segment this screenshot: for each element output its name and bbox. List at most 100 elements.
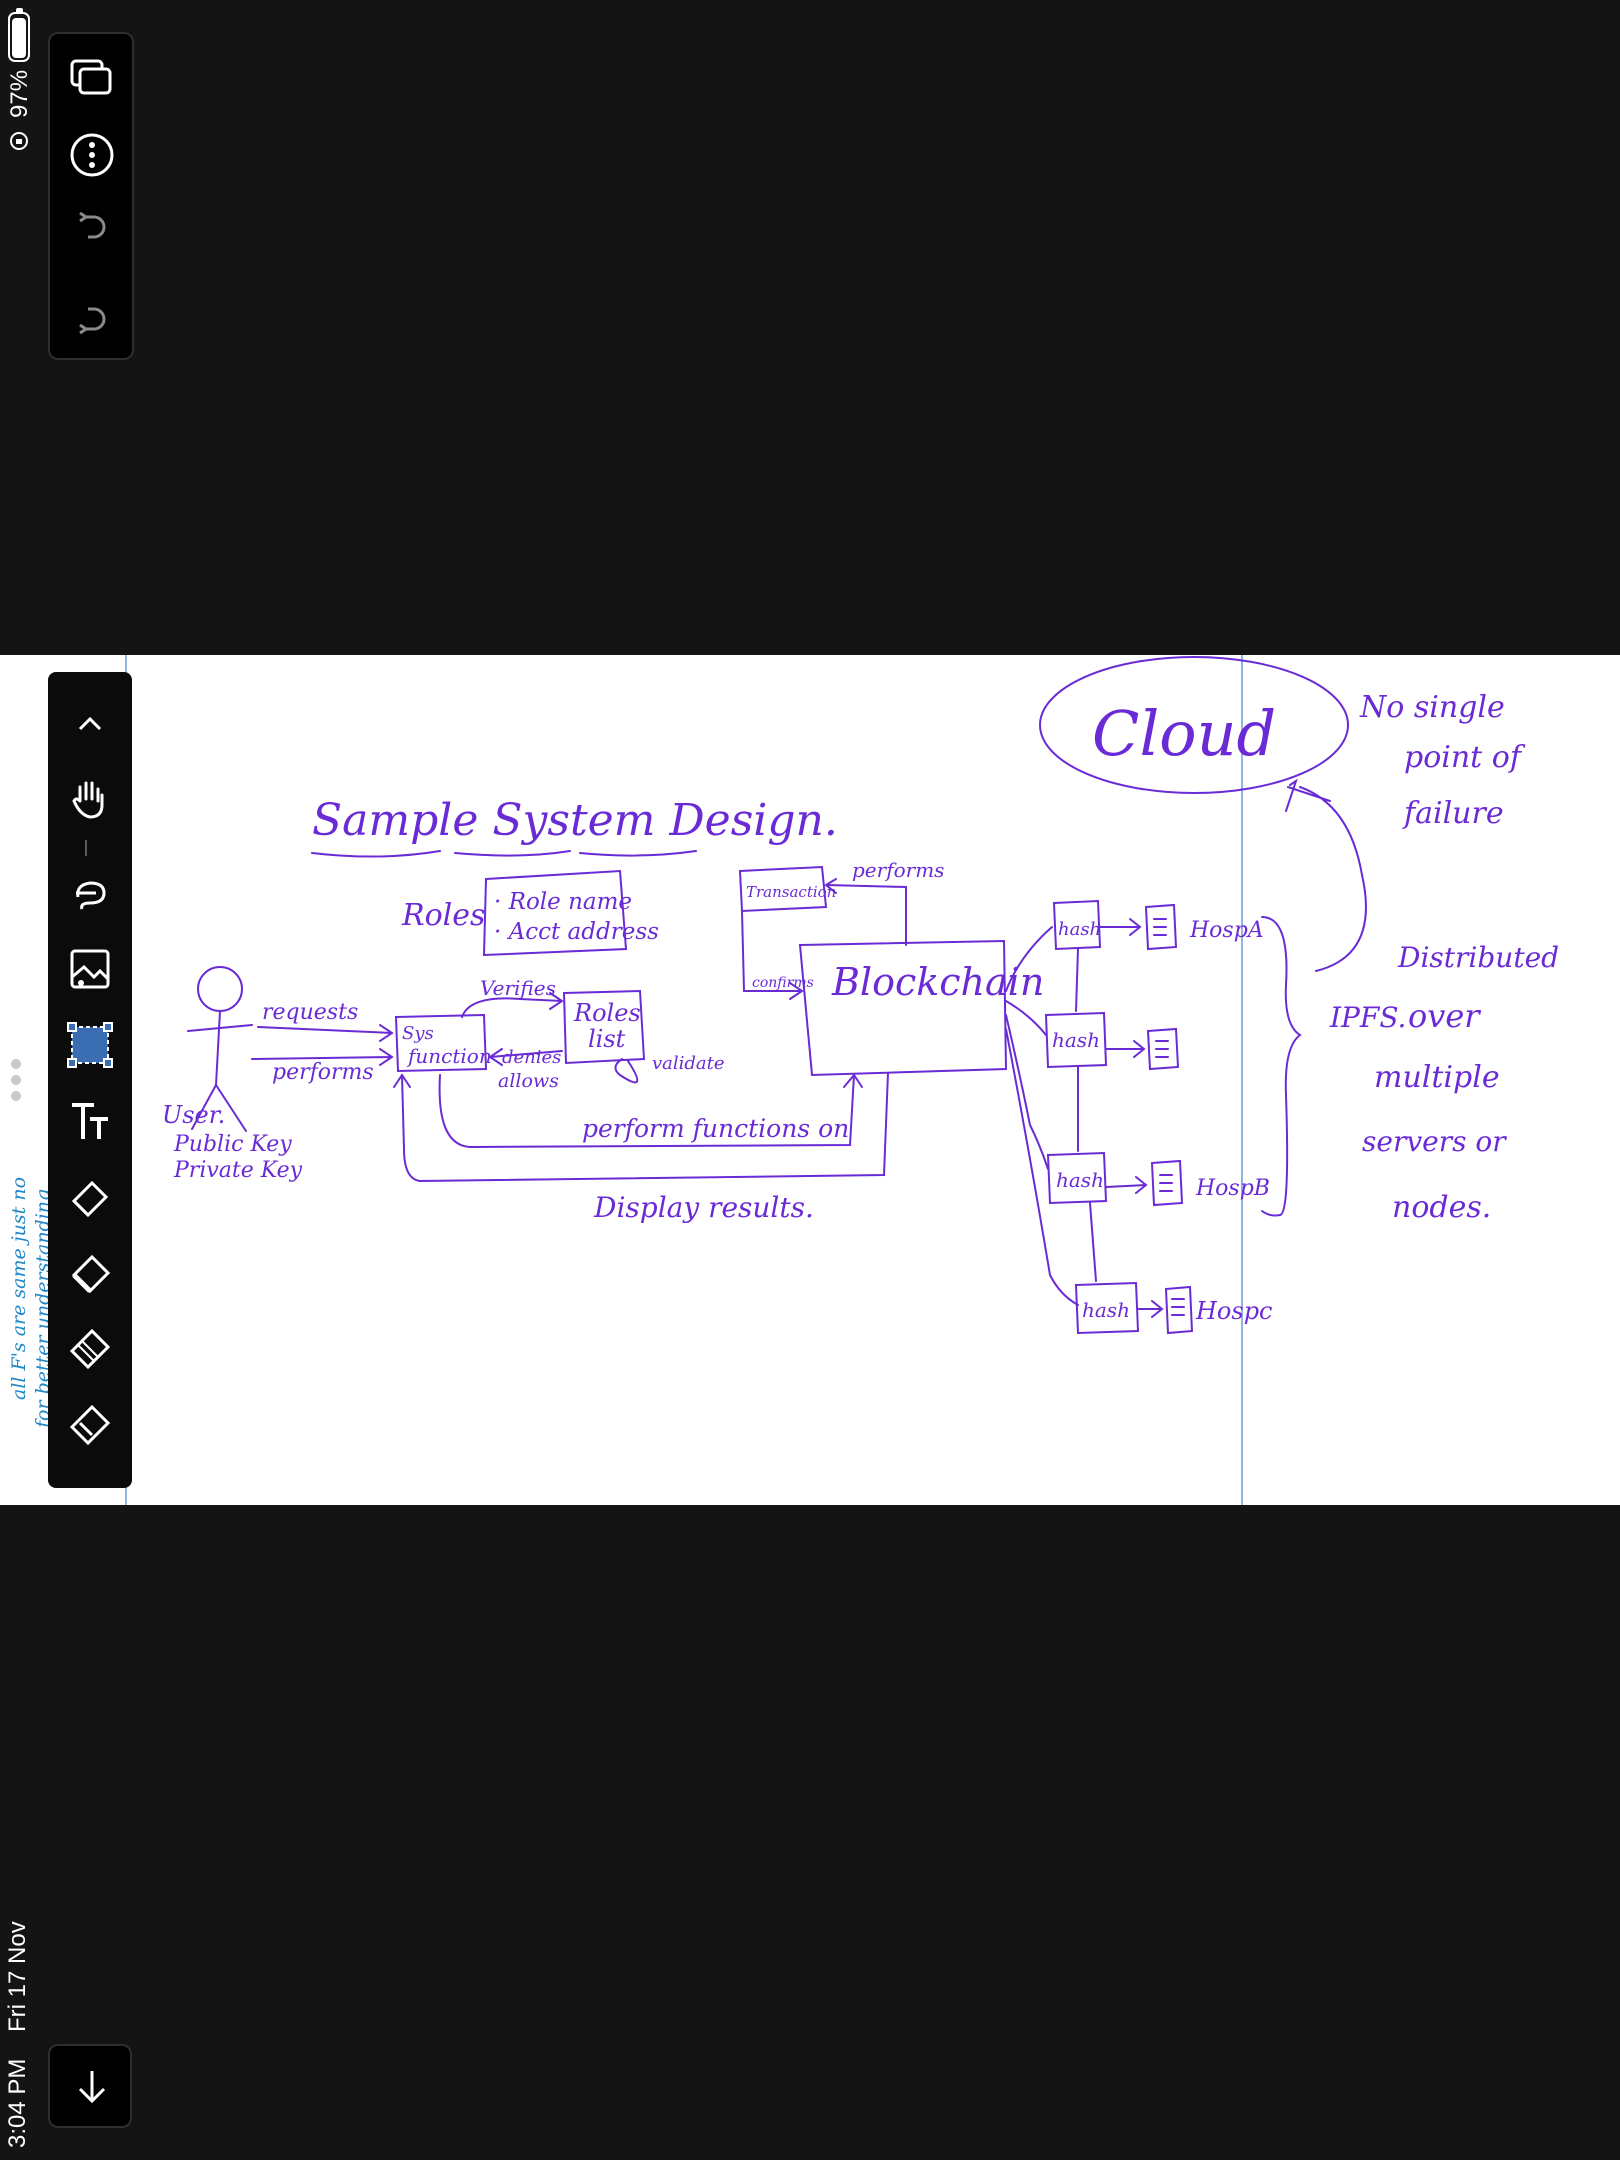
user-label: User. — [162, 1101, 225, 1129]
hosp-a-label: HospA — [1189, 918, 1264, 943]
margin-note-line1: all F's are same just no — [8, 1176, 30, 1400]
ipfs-label: IPFS. — [1329, 1001, 1406, 1034]
battery-icon — [8, 8, 30, 62]
transaction-label: Transaction — [746, 883, 836, 901]
pencil-tool-button[interactable] — [48, 1316, 132, 1382]
highlighter-tool-button[interactable] — [48, 1240, 132, 1306]
eraser-tool-button[interactable] — [48, 1164, 132, 1230]
palette-divider — [85, 840, 87, 856]
note-page[interactable]: Sample System Design. Roles · Role name … — [0, 655, 1620, 1505]
perform-functions-label: perform functions on — [582, 1114, 849, 1143]
undo-icon — [79, 307, 106, 335]
blockchain-label: Blockchain — [831, 960, 1044, 1004]
display-results-label: Display results. — [593, 1191, 814, 1224]
more-options-button[interactable] — [50, 122, 134, 188]
hosp-c-label: Hospc — [1195, 1297, 1273, 1325]
user-head — [197, 966, 243, 1012]
distributed-line2: over — [1408, 997, 1481, 1035]
document-icon-4 — [1164, 1285, 1194, 1335]
user-public-key: Public Key — [173, 1132, 292, 1157]
orientation-lock-icon — [10, 132, 28, 150]
performs-tx-arrow — [824, 878, 907, 946]
undo-button[interactable] — [50, 280, 134, 346]
roles-label: Roles — [401, 898, 485, 933]
hash-box-2 — [1044, 1011, 1108, 1069]
scroll-down-icon-wrap — [50, 2054, 134, 2120]
hand-tool-icon — [72, 781, 104, 819]
distributed-line1: Distributed — [1397, 941, 1559, 974]
hash-label-3: hash — [1056, 1168, 1104, 1192]
collapse-chevron-icon — [78, 716, 102, 731]
cloud-ellipse — [1039, 656, 1349, 794]
no-single-point-line2: point of — [1404, 740, 1526, 775]
highlighter-tool-icon — [71, 1254, 111, 1294]
display-results-arrow — [393, 1072, 889, 1183]
cloud-label: Cloud — [1092, 697, 1276, 770]
image-tool-button[interactable] — [48, 936, 132, 1002]
transaction-box — [738, 865, 828, 913]
roles-list-line1: Roles — [573, 999, 641, 1027]
confirms-arrow — [741, 910, 804, 1000]
performs-arrow — [251, 1048, 394, 1066]
text-tool-button[interactable] — [48, 1088, 132, 1154]
denies-label: denies — [502, 1047, 561, 1068]
pen-tool-button[interactable] — [48, 1392, 132, 1458]
scroll-down-icon — [78, 2071, 106, 2104]
lasso-tool-button[interactable] — [48, 860, 132, 926]
lasso-tool-icon — [76, 881, 106, 910]
image-tool-icon — [70, 949, 110, 989]
roles-box — [482, 869, 628, 957]
diagram-title: Sample System Design. — [312, 795, 838, 846]
allows-label: allows — [498, 1070, 559, 1092]
distributed-line3: multiple — [1374, 1060, 1500, 1095]
no-single-point-line1: No single — [1359, 690, 1505, 725]
role-item-name: · Role name — [494, 889, 632, 915]
hash-box-3 — [1046, 1151, 1108, 1205]
collapse-palette-button[interactable] — [48, 690, 132, 756]
validate-label: validate — [652, 1053, 725, 1074]
ipfs-to-cloud-arrow — [1285, 778, 1367, 972]
status-bar: 97% 3:04 PM Fri 17 Nov — [0, 0, 40, 2160]
sys-function-line1: Sys — [402, 1023, 434, 1044]
status-date: Fri 17 Nov — [4, 1921, 31, 2032]
title-underline — [311, 850, 697, 858]
handwritten-diagram: Sample System Design. Roles · Role name … — [125, 655, 1559, 1505]
scroll-down-button[interactable] — [48, 2044, 132, 2128]
performs-label: performs — [272, 1060, 374, 1085]
tool-palette — [48, 672, 132, 1488]
hash-label-1: hash — [1058, 919, 1101, 940]
validate-loop — [614, 1058, 639, 1084]
text-tool-icon — [72, 1103, 108, 1139]
sidebar-grip-icon[interactable] — [10, 1058, 22, 1102]
hash-label-4: hash — [1082, 1298, 1130, 1322]
document-icon-1 — [1144, 903, 1178, 951]
selection-tool-button[interactable] — [48, 1012, 132, 1078]
blockchain-box — [798, 939, 1008, 1077]
status-time: 3:04 PM — [4, 2058, 31, 2148]
selection-tool-icon — [67, 1022, 113, 1068]
document-icon-2 — [1146, 1027, 1180, 1071]
denies-arrow — [488, 1048, 563, 1066]
distributed-line4: servers or — [1362, 1125, 1507, 1158]
roles-list-box — [562, 989, 646, 1065]
distributed-line5: nodes. — [1392, 1190, 1491, 1225]
confirms-label: confirms — [752, 975, 814, 991]
pencil-tool-icon — [69, 1328, 111, 1370]
perform-functions-arrow — [438, 1073, 863, 1149]
sys-function-box — [394, 1013, 488, 1073]
document-icon-3 — [1150, 1159, 1184, 1207]
battery-percent: 97% — [6, 69, 33, 118]
hash-box-4 — [1074, 1281, 1140, 1335]
hand-tool-button[interactable] — [48, 766, 132, 832]
document-toolbar — [48, 32, 134, 360]
verifies-label: Verifies — [480, 976, 556, 1000]
requests-arrow — [257, 1024, 394, 1042]
hash-chain-links — [1075, 948, 1097, 1282]
redo-icon — [79, 211, 106, 239]
blockchain-hash-links — [1005, 926, 1079, 1306]
hosp-b-label: HospB — [1195, 1176, 1270, 1201]
role-item-address: · Acct address — [494, 919, 659, 945]
pages-button[interactable] — [50, 44, 134, 110]
redo-button[interactable] — [50, 200, 134, 266]
no-single-point-line3: failure — [1402, 796, 1504, 831]
